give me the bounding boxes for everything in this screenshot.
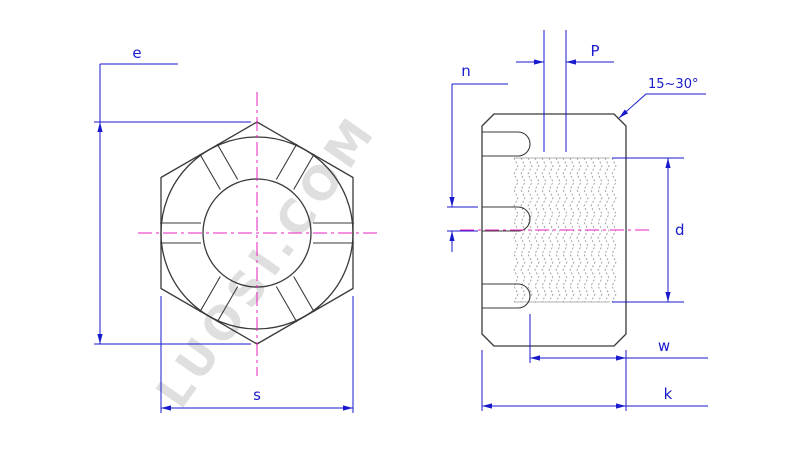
axis-lines bbox=[138, 92, 650, 376]
castellation-slots bbox=[160, 143, 354, 323]
label-chamfer-angle: 15~30° bbox=[648, 77, 698, 92]
dim-k-lines bbox=[481, 350, 708, 411]
thread-zigzag-column bbox=[520, 157, 526, 303]
angle-leader-line bbox=[618, 93, 706, 119]
thread-boundaries bbox=[514, 157, 610, 303]
dimension-labels: e s n P 15~30° d w k bbox=[132, 42, 698, 404]
side-view-outline bbox=[481, 113, 627, 347]
thread-zigzag-column bbox=[597, 157, 603, 303]
label-w: w bbox=[658, 337, 670, 355]
dim-p-lines bbox=[516, 30, 614, 152]
dim-d-lines bbox=[612, 157, 684, 303]
thread-zigzag-column bbox=[604, 157, 610, 303]
watermark-text: LUOSI.COM bbox=[145, 104, 387, 417]
dim-w-lines bbox=[529, 314, 708, 363]
dim-n-lines bbox=[447, 83, 508, 252]
dim-s-lines bbox=[160, 296, 354, 413]
label-p: P bbox=[590, 42, 599, 60]
label-k: k bbox=[664, 385, 673, 403]
thread-zigzag-column bbox=[555, 157, 561, 303]
thread-zigzag-column bbox=[527, 157, 533, 303]
center-lines bbox=[138, 92, 650, 376]
thread-zigzag-column bbox=[548, 157, 554, 303]
side-view-slots bbox=[482, 131, 531, 309]
thread-edge-lines bbox=[514, 157, 610, 303]
label-s: s bbox=[253, 386, 261, 404]
label-n: n bbox=[461, 62, 471, 80]
label-e: e bbox=[132, 44, 141, 62]
label-d: d bbox=[675, 221, 685, 239]
dimension-lines bbox=[94, 30, 708, 413]
dim-e-lines bbox=[94, 63, 251, 345]
